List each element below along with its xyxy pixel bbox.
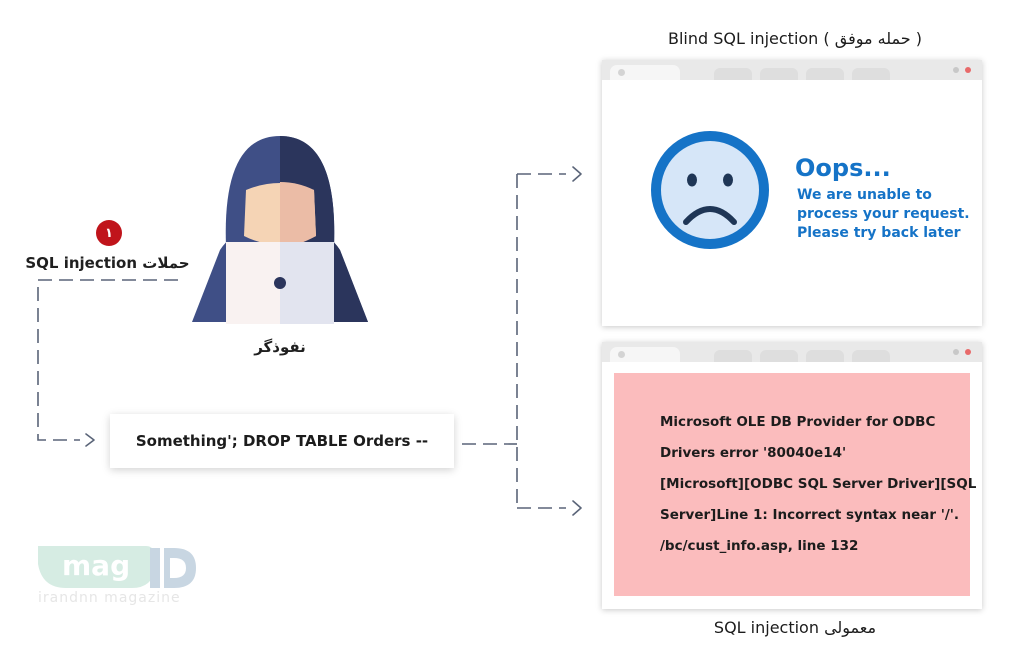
window-dot	[953, 349, 959, 355]
oops-message-line: Please try back later	[797, 225, 961, 241]
window-dot	[953, 67, 959, 73]
browser-tab	[806, 68, 844, 80]
arrow-right-icon	[572, 500, 582, 516]
error-line: Microsoft OLE DB Provider for ODBC	[660, 414, 936, 430]
attack-label: حملات SQL injection	[25, 254, 190, 272]
blind-browser-window	[602, 60, 982, 326]
oops-message-line: We are unable to	[797, 187, 932, 203]
logo-subtitle: irandnn magazine	[38, 590, 181, 606]
error-line: Drivers error '80040e14'	[660, 445, 847, 461]
arrow-right-icon	[85, 433, 95, 447]
sad-face-icon	[651, 131, 769, 249]
browser-tab	[714, 350, 752, 362]
normal-caption: SQL injection معمولی	[713, 618, 877, 637]
oops-title: Oops...	[795, 154, 891, 182]
blind-caption: Blind SQL injection ( حمله موفق )	[668, 29, 922, 48]
window-titlebar	[602, 60, 982, 80]
browser-tab	[806, 350, 844, 362]
oops-message: We are unable to process your request. P…	[797, 186, 970, 243]
hacker-icon	[192, 136, 368, 324]
attack-connector	[37, 279, 178, 441]
browser-tab	[852, 68, 890, 80]
error-message-box	[614, 373, 970, 596]
step-badge: ۱	[96, 220, 122, 246]
window-titlebar	[602, 342, 982, 362]
window-dot	[965, 67, 971, 73]
browser-tab	[760, 350, 798, 362]
browser-tab	[760, 68, 798, 80]
hacker-label: نفوذگر	[254, 338, 306, 356]
logo-text: mag	[62, 549, 131, 582]
browser-tab	[610, 65, 680, 80]
logo-mark	[38, 546, 196, 588]
payload-box: Something'; DROP TABLE Orders --	[110, 414, 454, 468]
browser-tab	[714, 68, 752, 80]
payload-text: Something'; DROP TABLE Orders --	[135, 432, 429, 450]
browser-tab	[852, 350, 890, 362]
oops-message-line: process your request.	[797, 206, 970, 222]
error-line: Server]Line 1: Incorrect syntax near '/'…	[660, 507, 960, 523]
window-dot	[965, 349, 971, 355]
error-line: [Microsoft][ODBC SQL Server Driver][SQL	[660, 476, 977, 492]
arrow-right-icon	[572, 166, 582, 182]
error-line: /bc/cust_info.asp, line 132	[660, 538, 859, 554]
browser-tab	[610, 347, 680, 362]
